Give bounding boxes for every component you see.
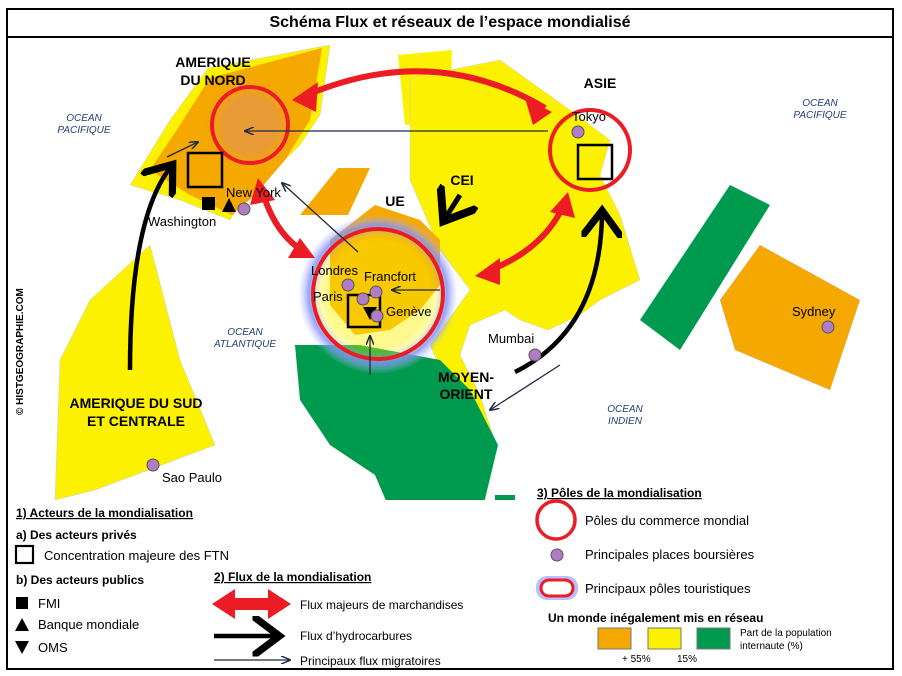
flux-marchandises-na-asia-head-b xyxy=(525,98,552,125)
region-middle-east-1: MOYEN- xyxy=(438,369,494,385)
ocean-pacific-left-1: OCEAN xyxy=(66,113,102,124)
legend-places-boursieres-label: Principales places boursières xyxy=(585,547,755,562)
legend-private-title: a) Des acteurs privés xyxy=(16,528,137,542)
legend-pct-high: + 55% xyxy=(622,654,651,665)
migration-sa-na xyxy=(166,142,198,158)
legend-internet-label-2: internaute (%) xyxy=(740,641,803,652)
flux-marchandises-eu-asia-head-b xyxy=(550,192,575,218)
city-francfort: Francfort xyxy=(364,269,416,284)
stock-tokyo xyxy=(571,125,585,139)
ocean-indian-1: OCEAN xyxy=(607,404,643,415)
copyright-text: © HISTGEOGRAPHIE.COM xyxy=(15,288,26,415)
region-north-america-1: AMERIQUE xyxy=(175,54,250,70)
legend-banque-label: Banque mondiale xyxy=(38,617,139,632)
ocean-atlantic-1: OCEAN xyxy=(227,327,263,338)
city-washington: Washington xyxy=(148,214,216,229)
flux-marchandises-eu-asia-head-a xyxy=(475,258,500,285)
legend-pct-mid: 15% xyxy=(677,654,697,665)
legend-ftn-label: Concentration majeure des FTN xyxy=(44,548,229,563)
north-america-trade-pole xyxy=(210,85,290,165)
region-north-america-2: DU NORD xyxy=(180,72,245,88)
north-america-glow xyxy=(200,75,300,175)
asia-trade-pole xyxy=(548,108,632,192)
legend-trade-pole-circle xyxy=(535,499,577,541)
ocean-pacific-right-2: PACIFIQUE xyxy=(793,110,846,121)
legend-poles-touristiques-label: Principaux pôles touristiques xyxy=(585,581,751,596)
stock-londres xyxy=(341,278,355,292)
legend-section3-title: 3) Pôles de la mondialisation xyxy=(537,486,702,500)
map-title: Schéma Flux et réseaux de l’espace mondi… xyxy=(6,8,894,38)
eu-trade-pole xyxy=(311,227,445,361)
legend-internet-label-1: Part de la population xyxy=(740,628,832,639)
legend-swatch-green xyxy=(696,627,731,650)
banque-mondiale-symbol xyxy=(222,198,236,212)
region-asia: ASIE xyxy=(584,75,617,91)
legend-section2-title: 2) Flux de la mondialisation xyxy=(214,570,371,584)
ftn-asia xyxy=(576,143,614,181)
migration-eu-na xyxy=(282,183,359,253)
legend-poles-commerce-label: Pôles du commerce mondial xyxy=(585,513,749,528)
legend-section1-title: 1) Acteurs de la mondialisation xyxy=(16,506,193,520)
legend-swatch-yellow xyxy=(647,627,682,650)
south-america-shape xyxy=(54,244,216,501)
flux-marchandises-na-eu-head-a xyxy=(250,178,275,205)
stock-sao-paulo xyxy=(146,458,160,472)
legend-oms-triangle xyxy=(15,641,29,654)
region-south-america-2: ET CENTRALE xyxy=(87,413,185,429)
flux-marchandises-na-asia xyxy=(298,68,547,111)
legend-fmi-label: FMI xyxy=(38,596,60,611)
legend-stock-dot xyxy=(550,548,564,562)
city-londres: Londres xyxy=(311,263,358,278)
city-sydney: Sydney xyxy=(792,304,836,319)
legend-flux-marchandises-label: Flux majeurs de marchandises xyxy=(300,598,463,612)
stock-sydney xyxy=(821,320,835,334)
flux-hydrocarbures-cei xyxy=(446,195,460,217)
legend-swatch-orange xyxy=(597,627,632,650)
city-paris: Paris xyxy=(313,289,343,304)
stock-mumbai xyxy=(528,348,542,362)
ftn-north-america xyxy=(186,151,224,189)
ocean-pacific-left-2: PACIFIQUE xyxy=(57,125,110,136)
city-sao-paulo: Sao Paulo xyxy=(162,470,222,485)
ocean-pacific-right-1: OCEAN xyxy=(802,98,838,109)
legend-oms-label: OMS xyxy=(38,640,68,655)
region-south-america-1: AMERIQUE DU SUD xyxy=(69,395,202,411)
southeast-asia-shape xyxy=(640,185,770,350)
legend-public-title: b) Des acteurs publics xyxy=(16,573,144,587)
city-mumbai: Mumbai xyxy=(488,331,534,346)
city-geneve: Genève xyxy=(386,304,432,319)
region-cei: CEI xyxy=(450,172,473,188)
ocean-atlantic-2: ATLANTIQUE xyxy=(213,339,276,350)
legend-fmi-square xyxy=(16,597,28,609)
flux-hydrocarbures-south-america xyxy=(127,168,170,371)
region-ue: UE xyxy=(385,193,404,209)
oms-symbol xyxy=(363,307,377,320)
stock-francfort xyxy=(369,285,383,299)
migration-mumbai xyxy=(490,364,561,410)
legend-flux-hydrocarbures-label: Flux d’hydrocarbures xyxy=(300,629,412,643)
flux-marchandises-na-eu-head-b xyxy=(288,238,315,258)
city-tokyo: Tokyo xyxy=(572,109,606,124)
legend-banque-triangle xyxy=(15,618,29,631)
legend-flux-migratoires-label: Principaux flux migratoires xyxy=(300,654,441,668)
city-new-york: New York xyxy=(226,185,281,200)
legend-tourism-box xyxy=(539,578,575,598)
legend-red-double-arrow xyxy=(212,589,291,619)
fmi-symbol xyxy=(202,197,215,210)
legend-ftn-square xyxy=(14,544,35,565)
region-middle-east-2: ORIENT xyxy=(440,386,493,402)
ocean-indian-2: INDIEN xyxy=(608,416,643,427)
legend-network-title: Un monde inégalement mis en réseau xyxy=(548,611,763,625)
flux-marchandises-na-asia-head-a xyxy=(292,82,318,112)
stock-paris xyxy=(356,292,370,306)
scandinavia-shape xyxy=(300,168,370,215)
stock-new-york xyxy=(237,202,251,216)
stock-geneve xyxy=(370,309,384,323)
australia-shape xyxy=(719,244,861,391)
